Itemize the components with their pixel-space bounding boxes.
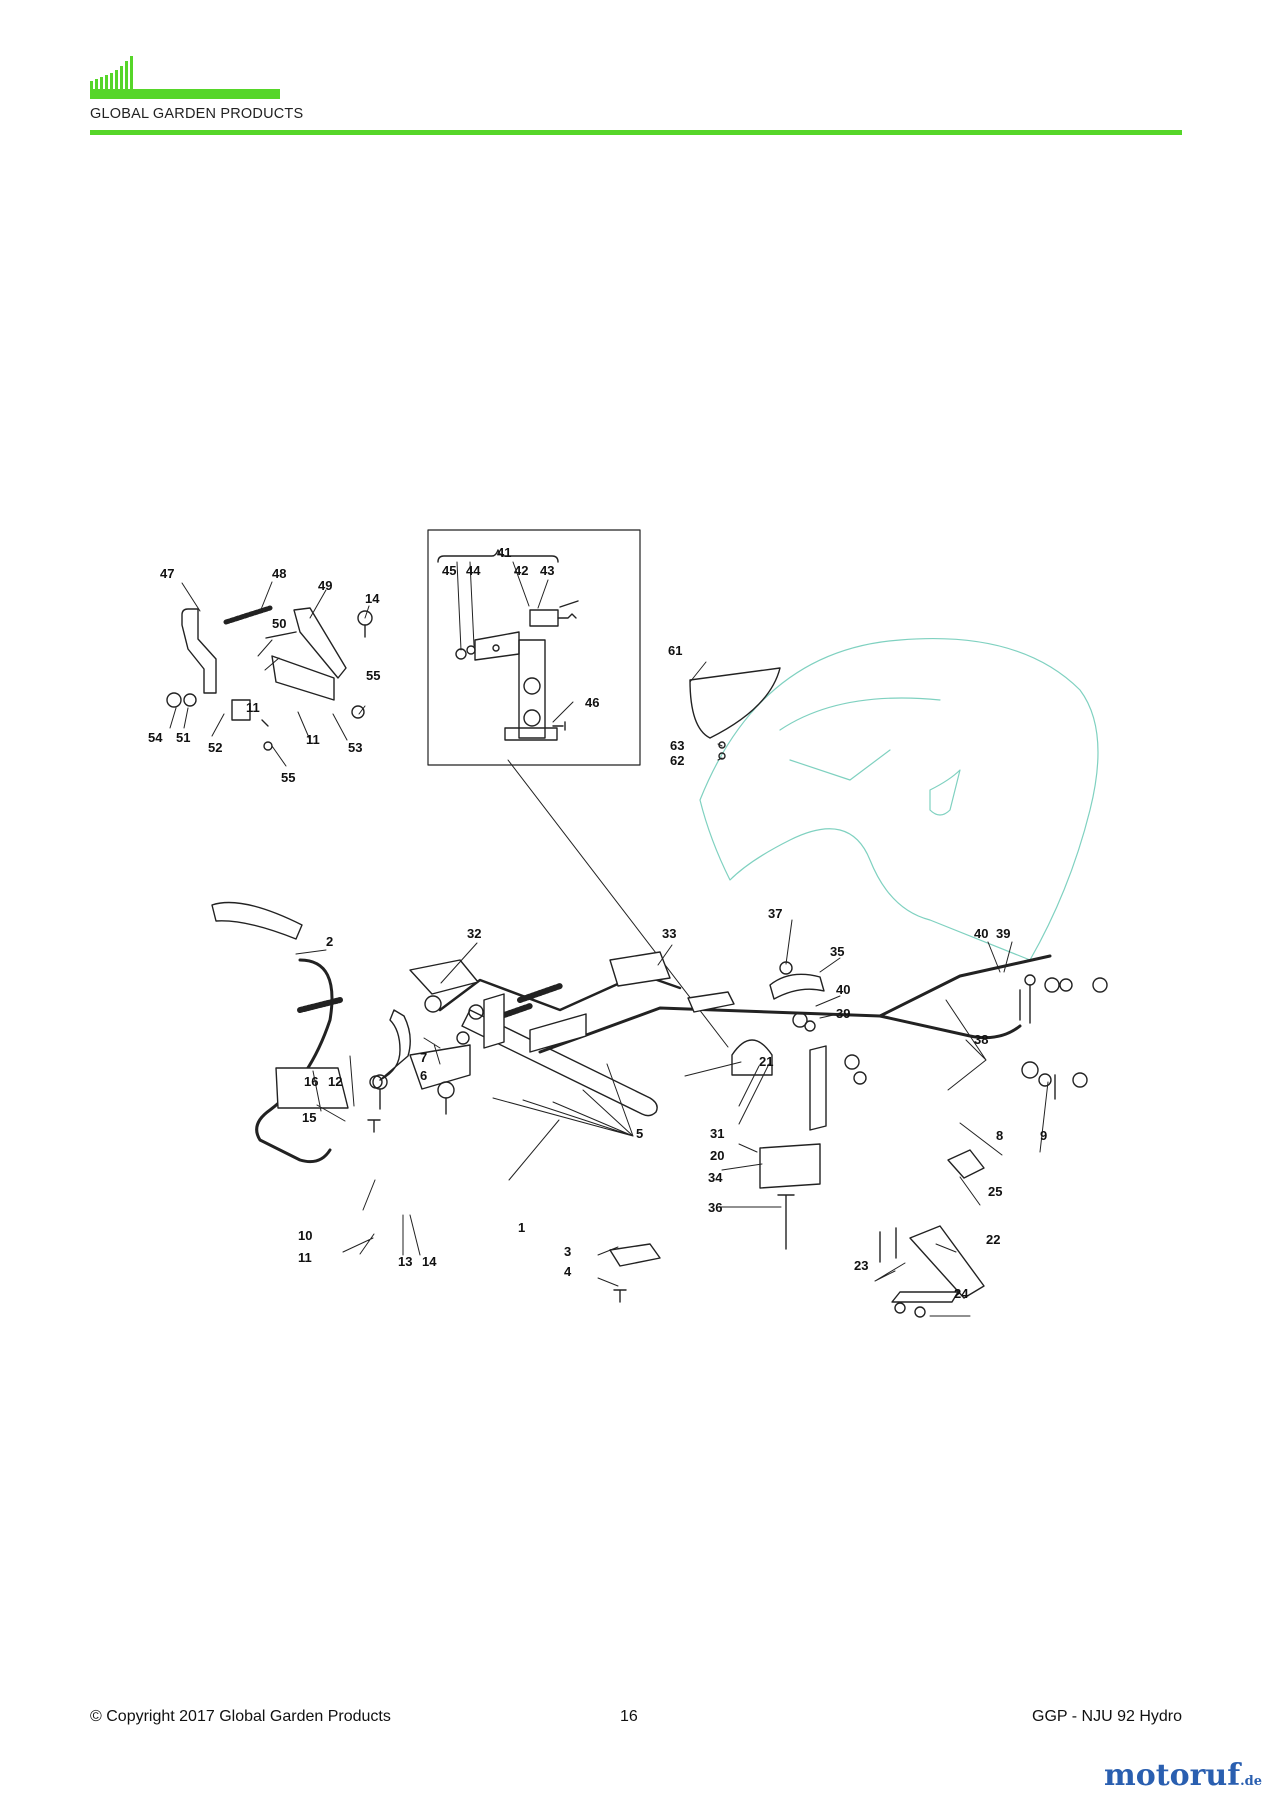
callout-10: 10	[298, 1228, 312, 1243]
callout-23: 23	[854, 1258, 868, 1273]
callout-55: 55	[366, 668, 380, 683]
shaft-1	[461, 1009, 658, 1117]
callout-21: 21	[759, 1054, 773, 1069]
micro-switch	[529, 609, 559, 627]
callout-5: 5	[636, 1126, 643, 1141]
callout-45: 45	[442, 563, 456, 578]
callout-40: 40	[974, 926, 988, 941]
callout-6: 6	[420, 1068, 427, 1083]
model-name: GGP - NJU 92 Hydro	[1032, 1708, 1182, 1725]
callout-11: 11	[298, 1250, 312, 1265]
copyright: © Copyright 2017 Global Garden Products	[90, 1708, 391, 1725]
callout-12: 12	[328, 1074, 342, 1089]
callout-54: 54	[148, 730, 163, 745]
callout-40: 40	[836, 982, 850, 997]
callout-47: 47	[160, 566, 174, 581]
callout-49: 49	[318, 578, 332, 593]
callout-4: 4	[564, 1264, 572, 1279]
callout-32: 32	[467, 926, 481, 941]
callout-36: 36	[708, 1200, 722, 1215]
brand-name: GLOBAL GARDEN PRODUCTS	[90, 106, 304, 122]
lever-12	[379, 1009, 411, 1081]
callout-13: 13	[398, 1254, 412, 1269]
callout-37: 37	[768, 906, 782, 921]
reflector-61	[689, 667, 781, 739]
bracket-3	[609, 1243, 661, 1267]
callout-31: 31	[710, 1126, 724, 1141]
pivot-plate	[483, 993, 587, 1053]
callout-63: 63	[670, 738, 684, 753]
callout-11: 11	[246, 700, 260, 715]
callout-42: 42	[514, 563, 528, 578]
lever-47	[181, 608, 217, 694]
switch-inset-frame	[427, 529, 641, 766]
switch-25	[947, 1149, 985, 1179]
callout-15: 15	[302, 1110, 316, 1125]
callout-50: 50	[272, 616, 286, 631]
bracket-10	[275, 1067, 349, 1109]
callout-62: 62	[670, 753, 684, 768]
callout-11: 11	[306, 732, 320, 747]
callout-24: 24	[954, 1286, 969, 1301]
plate-13	[409, 1044, 471, 1090]
callout-16: 16	[304, 1074, 318, 1089]
callout-44: 44	[466, 563, 481, 578]
block-34	[759, 1143, 821, 1189]
ggp-logo-icon	[90, 56, 280, 99]
plate-20	[809, 1045, 827, 1131]
handle-32	[409, 959, 479, 995]
callout-22: 22	[986, 1232, 1000, 1247]
bracket-31	[731, 1039, 773, 1076]
callout-14: 14	[365, 591, 380, 606]
callout-14: 14	[422, 1254, 437, 1269]
callout-52: 52	[208, 740, 222, 755]
cover-33	[609, 951, 671, 987]
control-rod	[255, 958, 334, 1164]
callout-3: 3	[564, 1244, 571, 1259]
callout-55: 55	[281, 770, 295, 785]
callout-7: 7	[420, 1050, 427, 1065]
callout-33: 33	[662, 926, 676, 941]
callout-46: 46	[585, 695, 599, 710]
rear-fender	[699, 637, 1099, 961]
bracket-53	[271, 655, 335, 701]
callout-53: 53	[348, 740, 362, 755]
page-number: 16	[620, 1708, 638, 1725]
header-divider	[90, 130, 1182, 135]
callout-43: 43	[540, 563, 554, 578]
callout-2: 2	[326, 934, 333, 949]
spring-16	[297, 997, 343, 1013]
callout-41: 41	[497, 545, 511, 560]
callout-51: 51	[176, 730, 190, 745]
callout-9: 9	[1040, 1128, 1047, 1143]
callout-39: 39	[996, 926, 1010, 941]
clamp-35	[769, 973, 825, 1000]
callout-38: 38	[974, 1032, 988, 1047]
plate-49	[293, 607, 347, 679]
switch-bracket	[504, 639, 558, 741]
bolt-36	[777, 1194, 795, 1250]
pedal-2	[211, 901, 303, 940]
bracket-22	[891, 1225, 985, 1303]
watermark-logo: motoruf.de	[1103, 1758, 1262, 1793]
callout-1: 1	[518, 1220, 525, 1235]
callout-35: 35	[830, 944, 844, 959]
callout-39: 39	[836, 1006, 850, 1021]
callout-8: 8	[996, 1128, 1003, 1143]
callout-34: 34	[708, 1170, 723, 1185]
callout-48: 48	[272, 566, 286, 581]
spring-48	[223, 605, 273, 625]
callout-20: 20	[710, 1148, 724, 1163]
callout-25: 25	[988, 1184, 1002, 1199]
callout-61: 61	[668, 643, 682, 658]
